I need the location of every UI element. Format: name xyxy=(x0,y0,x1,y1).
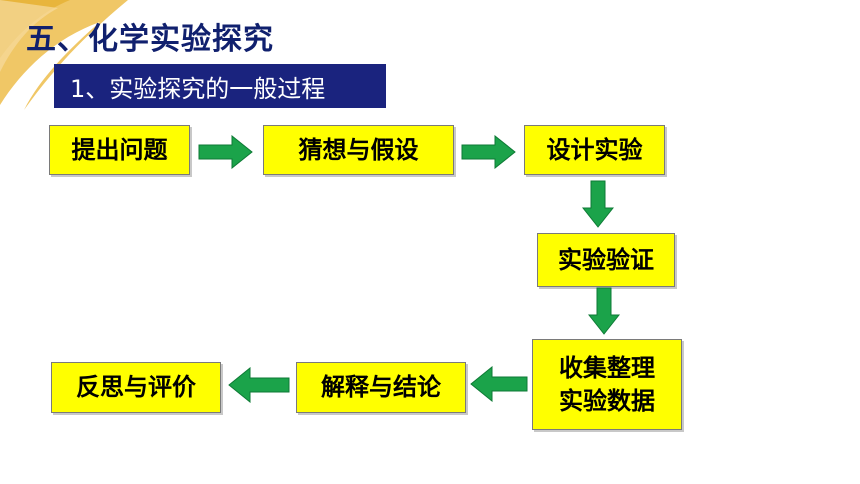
step-collect-data-line2: 实验数据 xyxy=(559,386,655,415)
step-collect-data-line1: 收集整理 xyxy=(559,354,655,383)
step-hypothesis: 猜想与假设 xyxy=(263,125,454,175)
section-subtitle: 1、实验探究的一般过程 xyxy=(54,64,386,108)
arrow-down-icon xyxy=(588,287,620,335)
slide-title: 五、化学实验探究 xyxy=(26,22,274,57)
step-collect-data: 收集整理 实验数据 xyxy=(532,339,682,430)
arrow-right-icon xyxy=(461,135,516,169)
arrow-left-icon xyxy=(470,366,528,402)
arrow-left-icon xyxy=(228,367,290,403)
arrow-right-icon xyxy=(198,135,253,169)
step-explain-conclude: 解释与结论 xyxy=(296,362,466,413)
step-design-experiment: 设计实验 xyxy=(524,125,665,175)
arrow-down-icon xyxy=(582,180,614,228)
step-raise-question: 提出问题 xyxy=(49,125,190,175)
step-reflect-evaluate: 反思与评价 xyxy=(51,362,221,413)
step-verify-experiment: 实验验证 xyxy=(537,233,675,287)
corner-decoration xyxy=(0,0,128,110)
